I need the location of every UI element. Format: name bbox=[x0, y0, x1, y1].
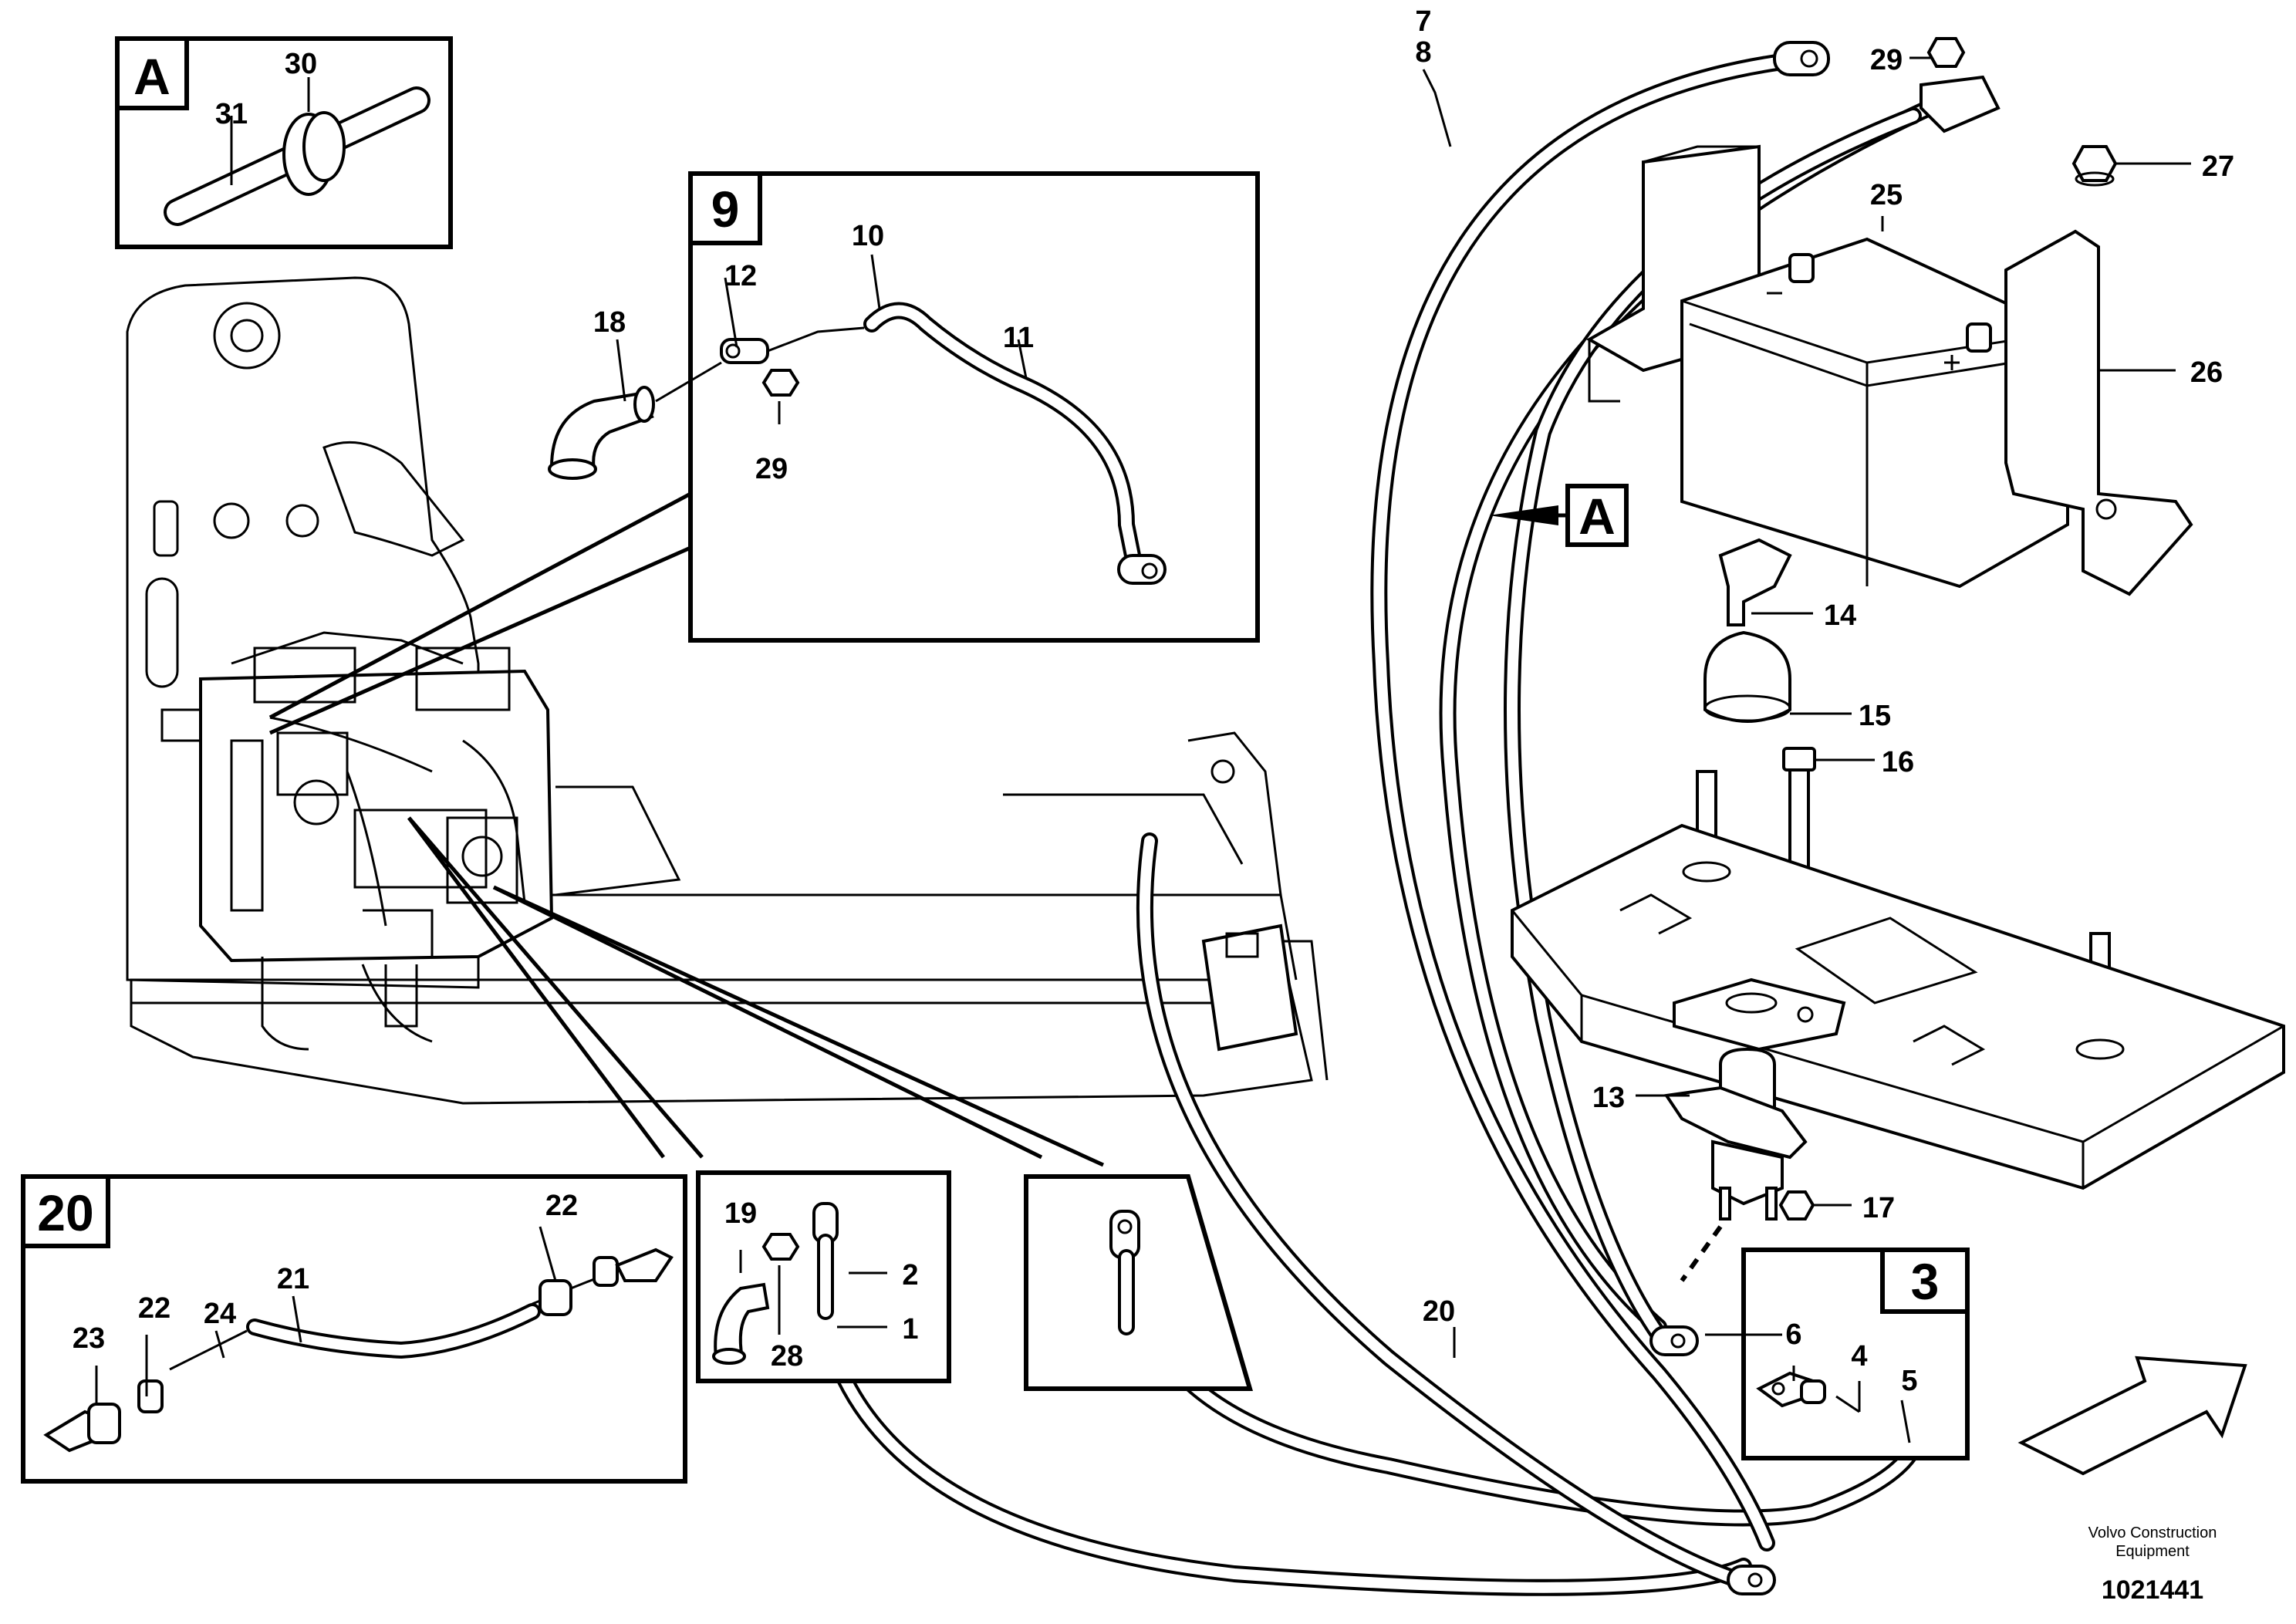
cables bbox=[809, 41, 1937, 1596]
elbow-18 bbox=[548, 361, 722, 480]
inset-1-2 bbox=[696, 1170, 951, 1383]
part-label-15: 15 bbox=[1859, 700, 1891, 732]
part-label-11: 11 bbox=[1003, 322, 1034, 354]
part-label-19: 19 bbox=[724, 1197, 757, 1230]
part-label-12: 12 bbox=[724, 260, 757, 292]
inset-9-label: 9 bbox=[711, 181, 740, 238]
part-label-18: 18 bbox=[593, 306, 626, 339]
part-label-29-top: 29 bbox=[1870, 44, 1903, 76]
part-label-10: 10 bbox=[852, 220, 884, 252]
view-marker-label: A bbox=[1578, 488, 1616, 545]
part-label-25: 25 bbox=[1870, 179, 1903, 211]
part-label-24: 24 bbox=[204, 1298, 236, 1330]
leader-lines bbox=[95, 56, 2191, 1443]
inset-3: 3 bbox=[1741, 1248, 1970, 1460]
part-label-5: 5 bbox=[1901, 1365, 1917, 1397]
part-label-21: 21 bbox=[277, 1263, 309, 1295]
part-label-17: 17 bbox=[1862, 1192, 1895, 1224]
battery-assembly bbox=[1511, 37, 2285, 1221]
direction-arrow bbox=[2017, 1356, 2247, 1476]
part-label-31: 31 bbox=[215, 98, 248, 130]
inset-a-label: A bbox=[133, 48, 171, 105]
callout-leaders bbox=[268, 491, 1105, 1167]
part-label-7: 7 bbox=[1415, 5, 1431, 38]
part-label-22-right: 22 bbox=[545, 1190, 578, 1222]
part-label-30: 30 bbox=[285, 48, 317, 80]
credit-block: Volvo Construction Equipment 1021441 bbox=[2088, 1524, 2217, 1605]
part-label-14: 14 bbox=[1824, 599, 1856, 632]
view-marker: A bbox=[1489, 484, 1629, 547]
inset-9: 9 bbox=[688, 171, 1260, 643]
part-label-6: 6 bbox=[1785, 1318, 1801, 1351]
part-label-4: 4 bbox=[1851, 1340, 1867, 1372]
part-label-2: 2 bbox=[902, 1259, 918, 1291]
credit-line-1: Volvo Construction bbox=[2088, 1524, 2217, 1541]
inset-20: 20 bbox=[21, 1174, 687, 1484]
part-label-22-left: 22 bbox=[138, 1292, 171, 1325]
part-number-labels: 7 8 29 27 25 26 14 15 16 13 17 20 6 4 5 … bbox=[73, 5, 2234, 1397]
part-label-16: 16 bbox=[1882, 746, 1914, 778]
part-label-29-inset: 29 bbox=[755, 453, 788, 485]
relay-box bbox=[1201, 923, 1298, 1052]
inset-terminal bbox=[1024, 1174, 1253, 1391]
part-label-20-main: 20 bbox=[1423, 1295, 1455, 1328]
inset-20-label: 20 bbox=[37, 1184, 93, 1241]
document-number: 1021441 bbox=[2102, 1575, 2203, 1605]
part-label-13: 13 bbox=[1592, 1082, 1625, 1114]
part-label-26: 26 bbox=[2190, 356, 2223, 389]
part-label-8: 8 bbox=[1415, 36, 1431, 69]
credit-line-2: Equipment bbox=[2115, 1543, 2190, 1560]
part-label-1: 1 bbox=[902, 1313, 918, 1345]
part-label-28: 28 bbox=[771, 1340, 803, 1372]
inset-a: A bbox=[115, 36, 453, 249]
inset-3-label: 3 bbox=[1911, 1253, 1940, 1310]
part-label-23: 23 bbox=[73, 1322, 105, 1355]
part-label-27: 27 bbox=[2202, 150, 2234, 183]
